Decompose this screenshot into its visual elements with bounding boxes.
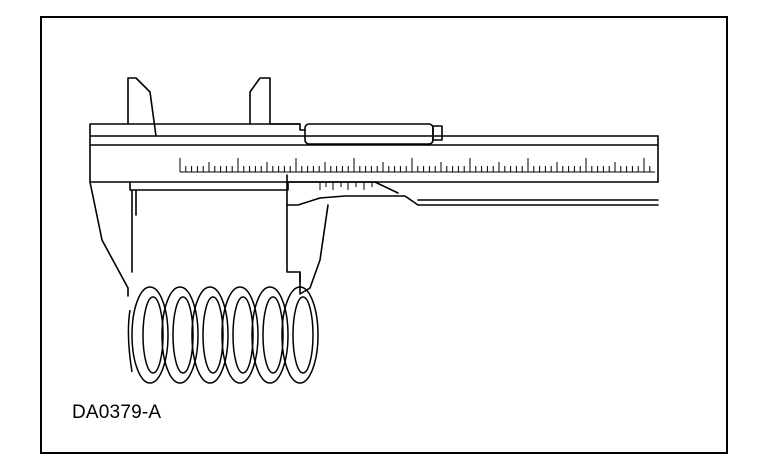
coil-spring — [127, 286, 319, 384]
spring-coil-inner — [232, 296, 254, 374]
vernier-scale — [319, 182, 373, 190]
caliper-beam — [89, 123, 659, 183]
spring-end — [127, 309, 133, 373]
spring-coil-outer — [131, 286, 169, 384]
spring-coil-inner — [262, 296, 284, 374]
figure-frame — [40, 16, 728, 454]
spring-coil-outer — [221, 286, 259, 384]
spring-coil-outer — [161, 286, 199, 384]
vernier-slider — [286, 174, 659, 206]
outside-jaws — [89, 181, 329, 297]
spring-coil-inner — [172, 296, 194, 374]
spring-coil-inner — [202, 296, 224, 374]
spring-coil-outer — [281, 286, 319, 384]
spring-coil-inner — [292, 296, 314, 374]
depth-lock-screw — [299, 123, 443, 145]
inside-jaws — [127, 77, 301, 137]
figure-id-label: DA0379-A — [72, 402, 162, 423]
spring-coil-inner — [142, 296, 164, 374]
spring-coil-outer — [251, 286, 289, 384]
spring-coil-outer — [191, 286, 229, 384]
main-scale — [179, 158, 655, 173]
